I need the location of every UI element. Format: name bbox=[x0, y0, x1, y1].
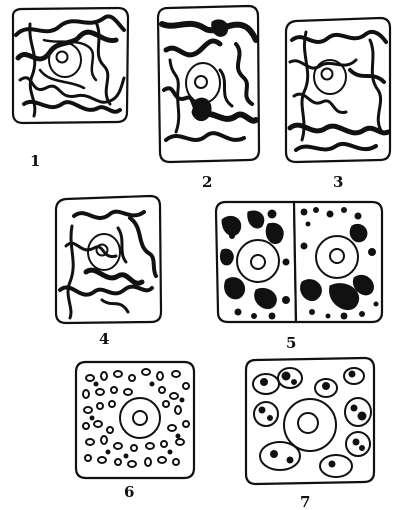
panel-label: 1 bbox=[30, 152, 40, 170]
panel-label: 3 bbox=[333, 173, 343, 191]
panel-label: 2 bbox=[202, 173, 212, 191]
panel-3: 3 bbox=[286, 18, 390, 191]
panel-6: 6 bbox=[76, 362, 194, 501]
panel-1: 1 bbox=[13, 8, 128, 170]
panel-7: 7 bbox=[246, 358, 374, 510]
panel-label: 5 bbox=[286, 334, 296, 352]
panel-label: 7 bbox=[300, 493, 310, 510]
panel-4: 4 bbox=[56, 196, 161, 348]
panel-5: 5 bbox=[216, 202, 382, 352]
panel-label: 6 bbox=[124, 483, 134, 501]
panel-2: 2 bbox=[158, 6, 259, 191]
panel-label: 4 bbox=[99, 330, 109, 348]
